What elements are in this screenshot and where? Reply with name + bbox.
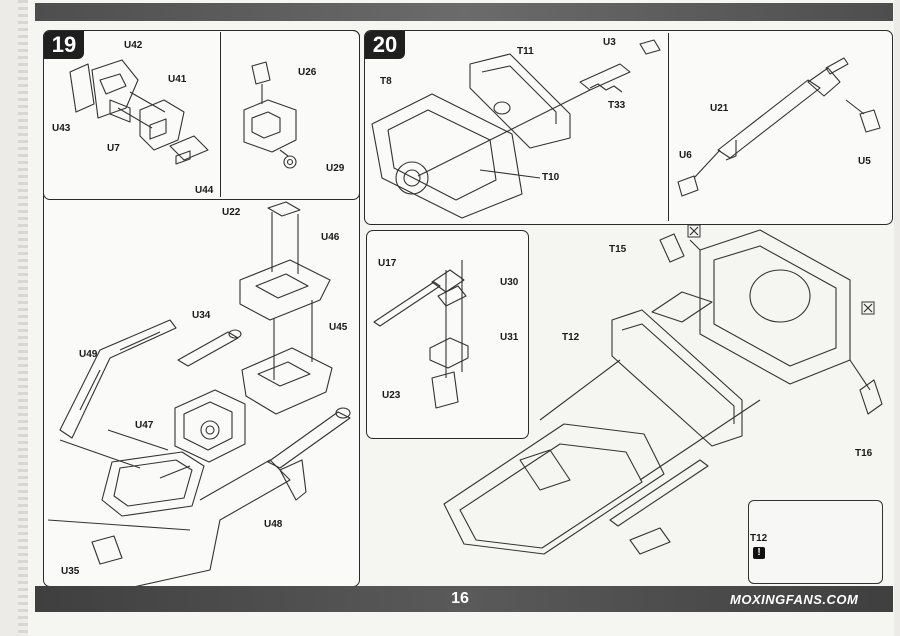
part-label-u30: U30 bbox=[500, 277, 519, 288]
part-label-t11: T11 bbox=[517, 46, 534, 57]
step19-main-parts bbox=[47, 201, 351, 591]
step19-sub-a-parts bbox=[69, 59, 209, 165]
step20-top-parts bbox=[371, 39, 661, 219]
step-20-top-panel: 20 bbox=[364, 30, 893, 225]
inset-part-label-t12: T12 bbox=[750, 533, 768, 544]
step-19-sub-divider bbox=[220, 32, 221, 197]
step20-sub-parts bbox=[373, 260, 469, 409]
step20-main-parts bbox=[443, 229, 883, 555]
part-label-u21: U21 bbox=[710, 103, 729, 114]
part-label-u41: U41 bbox=[168, 74, 187, 85]
warning-icon: ! bbox=[753, 547, 765, 559]
step-20-subassembly-box bbox=[366, 230, 529, 439]
step-19-badge: 19 bbox=[44, 31, 84, 59]
part-label-u46: U46 bbox=[321, 232, 340, 243]
part-label-u31: U31 bbox=[500, 332, 519, 343]
part-label-u47: U47 bbox=[135, 420, 154, 431]
step-20-top-divider bbox=[668, 33, 669, 221]
step20-right-parts bbox=[677, 57, 881, 197]
step-20-badge: 20 bbox=[365, 31, 405, 59]
part-label-u17: U17 bbox=[378, 258, 397, 269]
detail-inset bbox=[748, 500, 883, 584]
part-label-u43: U43 bbox=[52, 123, 71, 134]
part-label-t10: T10 bbox=[542, 172, 560, 183]
part-label-t8: T8 bbox=[380, 76, 392, 87]
part-label-u5: U5 bbox=[858, 156, 871, 167]
part-label-u44: U44 bbox=[195, 185, 214, 196]
part-label-t12: T12 bbox=[562, 332, 580, 343]
part-label-u45: U45 bbox=[329, 322, 348, 333]
part-label-u35: U35 bbox=[61, 566, 80, 577]
step-19-panel: 19 bbox=[43, 30, 360, 587]
part-label-u23: U23 bbox=[382, 390, 401, 401]
part-label-u34: U34 bbox=[192, 310, 211, 321]
top-band bbox=[35, 3, 893, 21]
step19-sub-b-parts bbox=[243, 61, 297, 169]
binding-spine bbox=[18, 0, 28, 636]
step-19-subassembly-box bbox=[43, 30, 360, 200]
part-label-u42: U42 bbox=[124, 40, 143, 51]
part-label-t33: T33 bbox=[608, 100, 626, 111]
part-label-u49: U49 bbox=[79, 349, 98, 360]
part-label-t16: T16 bbox=[855, 448, 873, 459]
part-label-u48: U48 bbox=[264, 519, 283, 530]
watermark-text: MOXINGFANS.COM bbox=[730, 592, 859, 607]
page-number: 16 bbox=[451, 590, 469, 607]
part-label-u26: U26 bbox=[298, 67, 317, 78]
part-label-t15: T15 bbox=[609, 244, 627, 255]
part-label-u3: U3 bbox=[603, 37, 616, 48]
bottom-band bbox=[35, 586, 893, 612]
part-label-u7: U7 bbox=[107, 143, 120, 154]
cement-marks bbox=[687, 224, 875, 315]
part-label-u6: U6 bbox=[679, 150, 692, 161]
part-label-u29: U29 bbox=[326, 163, 345, 174]
part-label-u22: U22 bbox=[222, 207, 241, 218]
